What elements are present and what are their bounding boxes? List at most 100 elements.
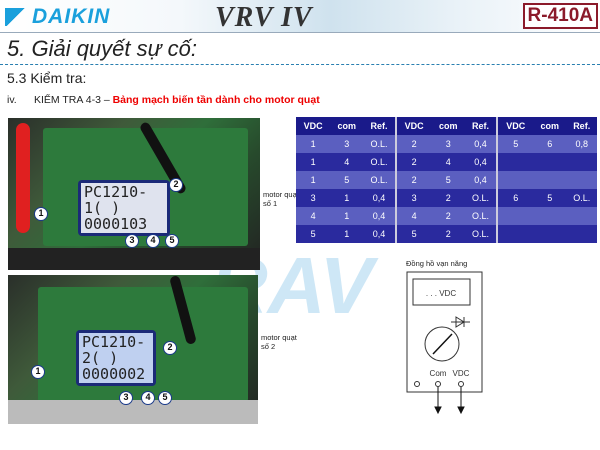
pcb-photo-2: PC1210-2( )0000002: [8, 275, 258, 424]
table-cell: 3: [296, 189, 331, 207]
table-cell: O.L.: [363, 153, 396, 171]
table-cell: O.L.: [464, 207, 498, 225]
refrigerant-badge: R-410A: [522, 3, 598, 29]
marker-1: 1: [31, 365, 45, 379]
table-cell: [566, 225, 597, 243]
table-cell: 2: [394, 171, 432, 189]
table-cell: [533, 153, 567, 171]
product-logo: VRV IV: [215, 2, 313, 33]
table-cell: 0,8: [566, 135, 597, 153]
marker-4: 4: [146, 234, 160, 248]
table-cell: 5: [330, 171, 364, 189]
table-cell: 5: [533, 189, 567, 207]
table-cell: [566, 153, 597, 171]
table-cell: 0,4: [363, 207, 396, 225]
daikin-logo-icon: [5, 8, 27, 26]
multimeter-diagram: Đồng hồ vạn năng . . . VDC Com VDC: [406, 259, 483, 415]
table-cell: 0,4: [464, 153, 498, 171]
table-cell: 6: [496, 189, 534, 207]
table-cell: 3: [394, 189, 432, 207]
table-cell: [496, 207, 534, 225]
marker-3: 3: [125, 234, 139, 248]
table-cell: 4: [394, 207, 432, 225]
marker-1: 1: [34, 207, 48, 221]
table-cell: O.L.: [363, 135, 396, 153]
table-cell: [496, 171, 534, 189]
marker-3: 3: [119, 391, 133, 405]
table-cell: 2: [431, 189, 465, 207]
table-cell: 4: [296, 207, 331, 225]
marker-5: 5: [165, 234, 179, 248]
table-cell: 3: [431, 135, 465, 153]
marker-4: 4: [141, 391, 155, 405]
daikin-logo: DAIKIN: [5, 5, 110, 29]
column-header: VDC: [394, 117, 432, 135]
table-cell: [496, 225, 534, 243]
table-cell: 0,4: [464, 171, 498, 189]
table-cell: 0,4: [363, 225, 396, 243]
table-cell: O.L.: [464, 225, 498, 243]
display-value: . . . VDC: [426, 289, 456, 298]
table-cell: 2: [394, 153, 432, 171]
table-cell: [533, 225, 567, 243]
table-cell: 1: [330, 189, 364, 207]
multimeter-title: Đồng hồ vạn năng: [406, 259, 467, 268]
table-cell: 2: [394, 135, 432, 153]
column-header: com: [533, 117, 567, 135]
check-item: iv.KIỂM TRA 4-3 – Bảng mạch biến tần dàn…: [7, 94, 320, 106]
table-cell: [533, 207, 567, 225]
column-header: Ref.: [464, 117, 498, 135]
table-cell: O.L.: [566, 189, 597, 207]
table-cell: 1: [330, 207, 364, 225]
page-title: 5. Giải quyết sự cố:: [7, 36, 198, 61]
table-cell: [566, 171, 597, 189]
marker-2: 2: [163, 341, 177, 355]
vdc-label: VDC: [453, 369, 470, 378]
motor-2-caption: motor quạt số 2: [261, 333, 297, 351]
table-cell: 6: [533, 135, 567, 153]
table-cell: 1: [330, 225, 364, 243]
table-cell: 1: [296, 135, 331, 153]
table-cell: 4: [330, 153, 364, 171]
table-cell: 2: [431, 207, 465, 225]
column-header: com: [330, 117, 364, 135]
pcb-label: PC1210-2( )0000002: [76, 330, 156, 386]
marker-2: 2: [169, 178, 183, 192]
header-banner: DAIKIN VRV IV R-410A: [0, 0, 600, 33]
title-divider: [0, 64, 600, 65]
red-wire: [16, 123, 30, 233]
com-label: Com: [430, 369, 447, 378]
multimeter-display: [412, 278, 471, 306]
table-cell: 3: [330, 135, 364, 153]
table-cell: 0,4: [464, 135, 498, 153]
table-cell: [533, 171, 567, 189]
dial-needle: [432, 333, 453, 355]
pcb-photo-1: PC1210-1( )0000103: [8, 118, 260, 270]
table-cell: 5: [296, 225, 331, 243]
table-cell: 2: [431, 225, 465, 243]
item-prefix: KIỂM TRA 4-3 –: [34, 94, 113, 106]
table-cell: 1: [296, 153, 331, 171]
terminal-com[interactable]: [435, 381, 441, 387]
pcb-label: PC1210-1( )0000103: [78, 180, 170, 236]
chassis: [8, 248, 260, 270]
column-header: com: [431, 117, 465, 135]
table-cell: 5: [431, 171, 465, 189]
item-number: iv.: [7, 94, 17, 106]
marker-5: 5: [158, 391, 172, 405]
chassis: [8, 400, 258, 424]
table-cell: 0,4: [363, 189, 396, 207]
table-cell: O.L.: [464, 189, 498, 207]
table-cell: 5: [394, 225, 432, 243]
terminal-vdc[interactable]: [458, 381, 464, 387]
section-heading: 5.3 Kiểm tra:: [7, 70, 87, 86]
